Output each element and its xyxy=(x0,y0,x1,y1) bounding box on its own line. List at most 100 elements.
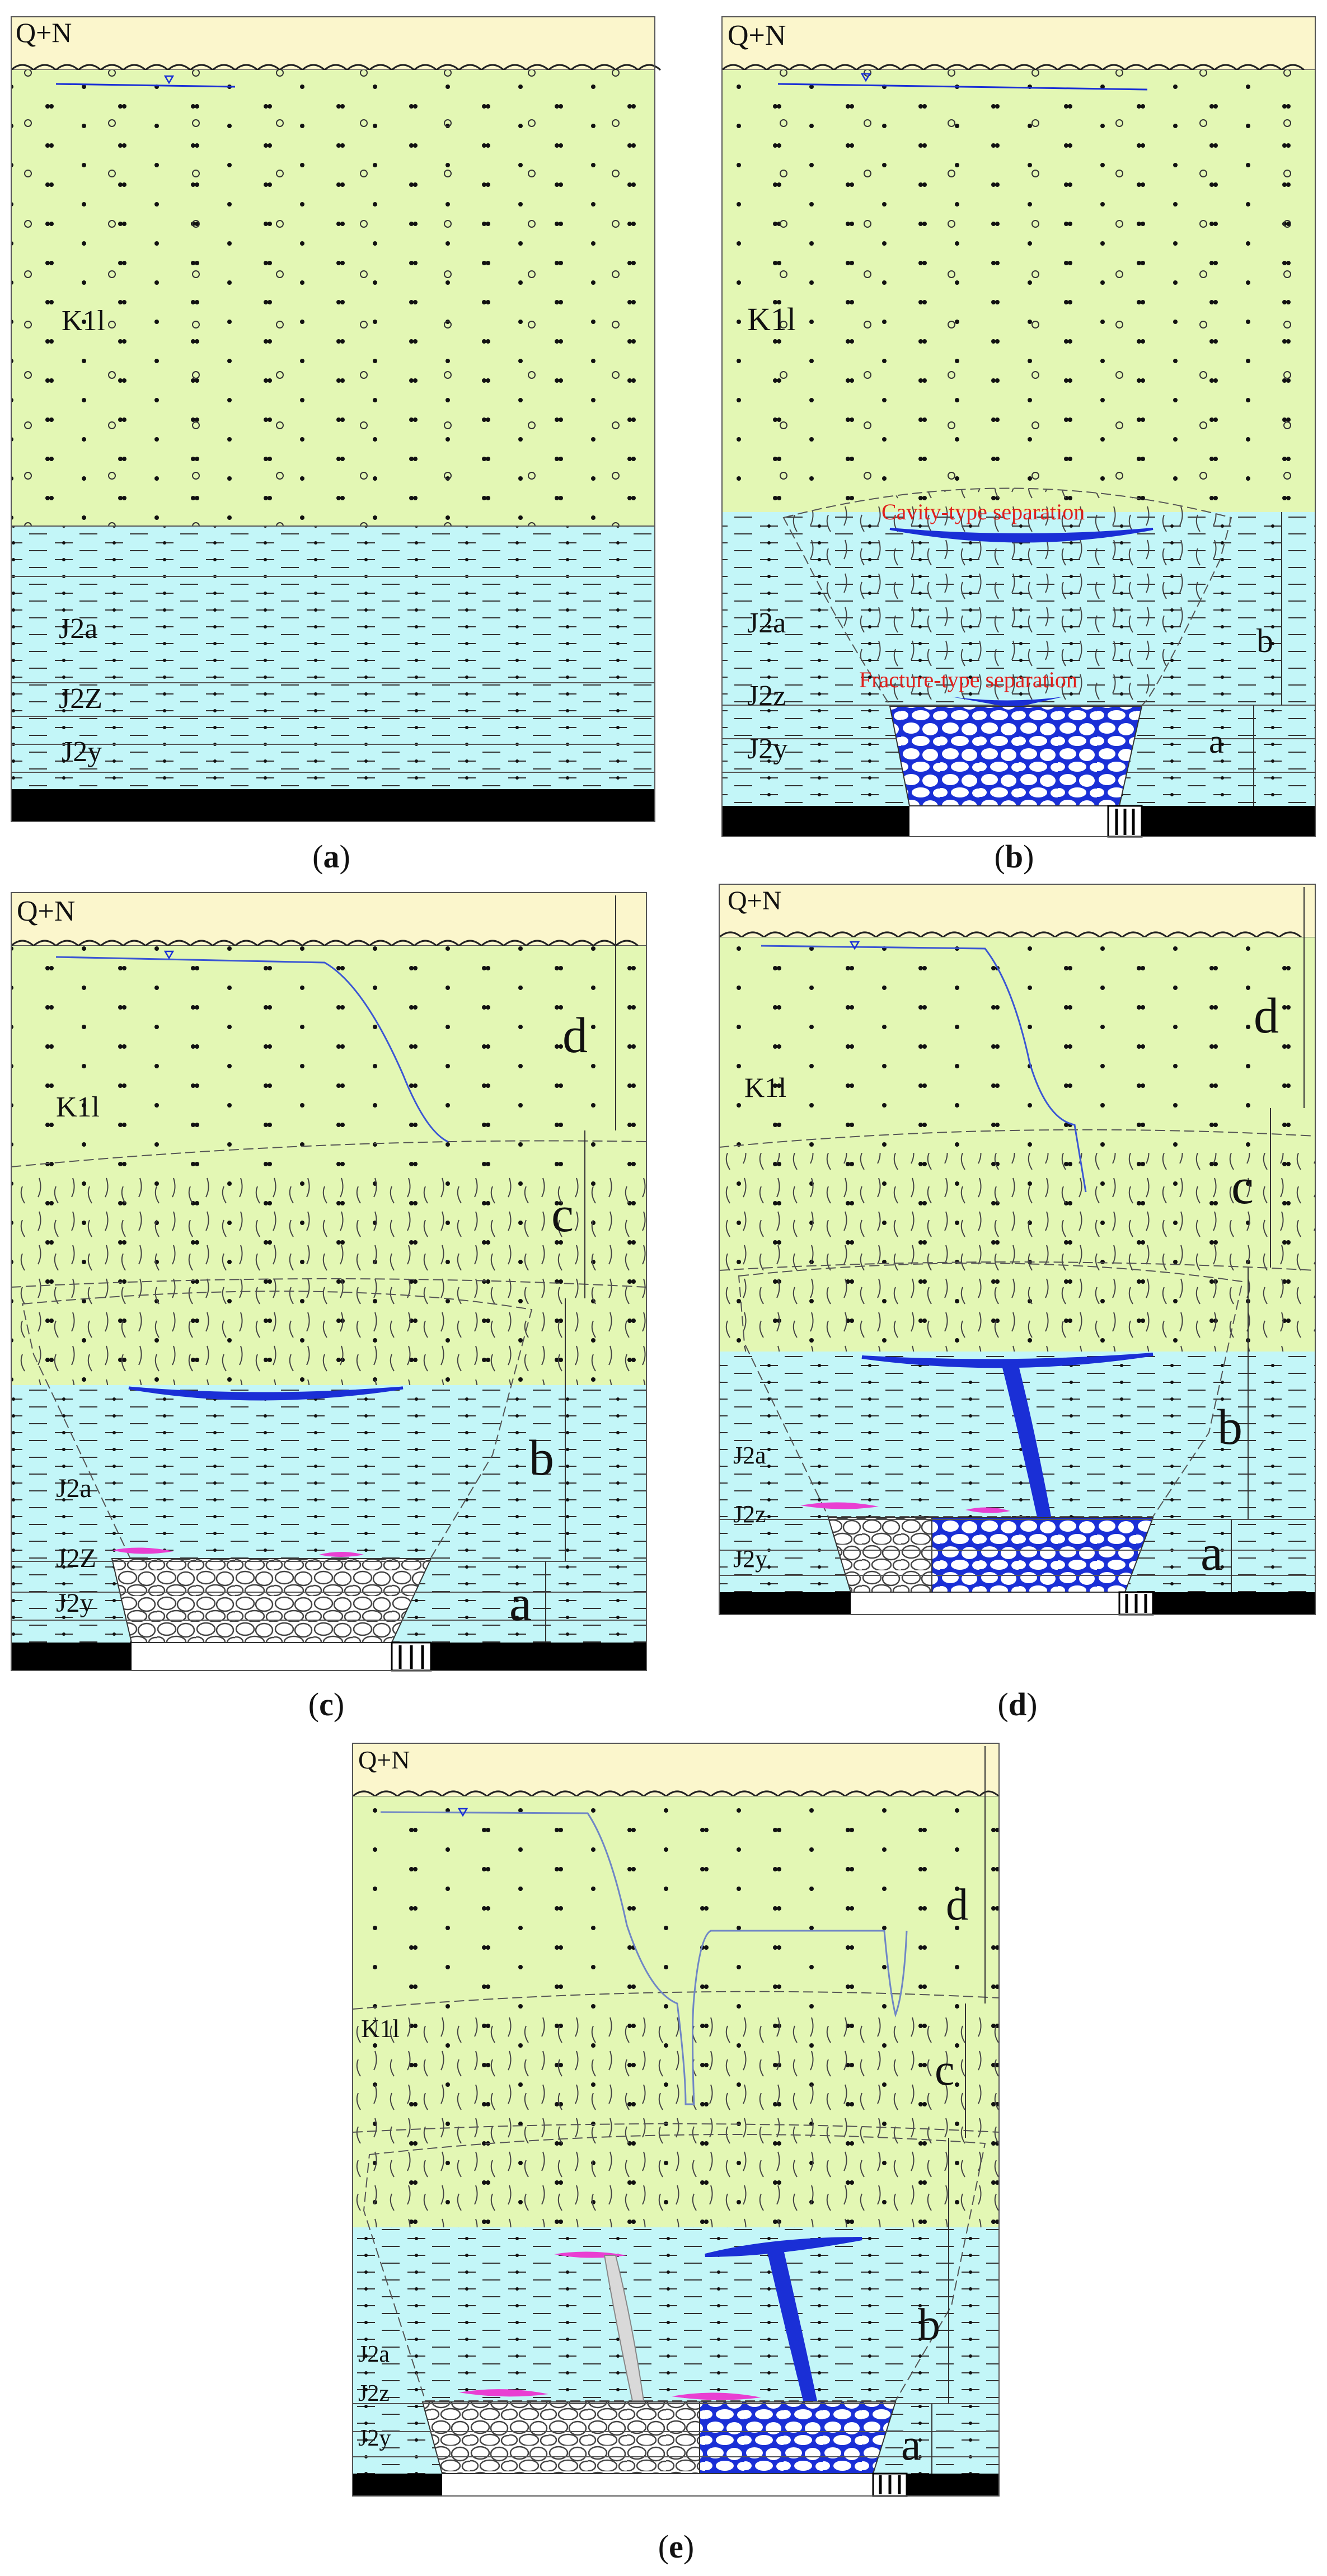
topsoil-wave xyxy=(351,1790,1000,1798)
coal-seam xyxy=(1119,806,1315,837)
label-k1l: K1l xyxy=(361,2014,400,2043)
panel-c: Q+N K1l J2a J2Z J2y d c b a (c) xyxy=(10,892,647,1723)
topsoil-layer xyxy=(11,892,647,946)
panel-a: Q+N K1l J2a J2Z J2y (a) xyxy=(10,16,662,875)
cavity-separation xyxy=(705,2237,862,2257)
topsoil-layer xyxy=(719,884,1316,938)
label-q-n: Q+N xyxy=(16,17,72,48)
water-table-symbol xyxy=(860,73,871,82)
topsoil-layer xyxy=(352,1743,1000,1797)
water-table-symbol xyxy=(849,941,860,950)
water-table-symbol xyxy=(163,75,175,85)
label-j2a: J2a xyxy=(747,607,786,639)
label-q-n: Q+N xyxy=(17,895,75,927)
water-conducting-channel xyxy=(1002,1366,1052,1522)
label-j2a: J2a xyxy=(358,2342,390,2367)
water-table xyxy=(55,83,236,88)
zone-label-a: a xyxy=(1209,723,1224,760)
zone-label-b: b xyxy=(1217,1400,1242,1455)
zone-label-d: d xyxy=(562,1008,588,1063)
zone-label-c: c xyxy=(935,2045,955,2095)
caption-d: (d) xyxy=(998,1686,1038,1723)
caption-c: (c) xyxy=(308,1686,344,1723)
water-conducting-channel-grey xyxy=(603,2255,645,2401)
label-j2z: J2Z xyxy=(56,1543,96,1573)
label-j2z: J2z xyxy=(358,2381,390,2406)
zone-label-d: d xyxy=(1254,988,1279,1044)
water-table xyxy=(777,83,1148,91)
cavity-separation xyxy=(861,1353,1153,1368)
separation-magenta xyxy=(965,1507,1010,1513)
caption-b: (b) xyxy=(995,838,1034,875)
coal-seam xyxy=(1153,1592,1315,1615)
coal-seam xyxy=(722,806,909,837)
label-j2a: J2a xyxy=(56,1474,92,1503)
label-k1l: K1l xyxy=(747,301,796,337)
coal-seam xyxy=(719,1592,851,1615)
label-j2z: J2z xyxy=(747,680,786,712)
label-q-n: Q+N xyxy=(728,20,786,51)
separation-magenta xyxy=(672,2392,761,2400)
label-j2a: J2a xyxy=(733,1442,766,1469)
label-j2y: J2y xyxy=(358,2425,391,2451)
coal-seam xyxy=(353,2474,442,2496)
zone-label-b: b xyxy=(529,1430,554,1486)
water-table xyxy=(55,956,448,1143)
topsoil-wave xyxy=(10,64,662,72)
panel-e: Q+N K1l J2a J2z J2y d c b a (e) xyxy=(351,1743,1000,2565)
separation-magenta xyxy=(319,1552,364,1557)
zone-label-b: b xyxy=(1256,622,1273,659)
panel-d: Q+N K1l J2a J2z J2y d c b a (d) xyxy=(718,884,1316,1723)
topsoil-layer xyxy=(721,16,1316,71)
zone-label-d: d xyxy=(946,1880,968,1930)
label-j2y: J2y xyxy=(62,736,102,768)
fracture-zone-outline xyxy=(21,1291,533,1568)
label-q-n: Q+N xyxy=(728,886,781,916)
coal-seam xyxy=(431,1643,646,1671)
label-k1l: K1l xyxy=(56,1091,100,1123)
panel-b: Q+N K1l J2a J2z J2y Cavity-type separati… xyxy=(721,16,1316,875)
water-conducting-channel xyxy=(767,2250,817,2401)
fracture-zone-outline xyxy=(738,1263,1244,1517)
zone-label-c: c xyxy=(551,1187,574,1242)
label-j2y: J2y xyxy=(733,1545,767,1573)
fracture-zone-outline xyxy=(363,2134,986,2401)
zone-label-a: a xyxy=(901,2420,921,2470)
label-q-n: Q+N xyxy=(358,1746,410,1774)
separation-magenta xyxy=(112,1547,174,1554)
label-k1l: K1l xyxy=(62,305,105,337)
label-j2z: J2z xyxy=(733,1500,766,1528)
caption-a: (a) xyxy=(312,838,350,875)
caved-rock xyxy=(889,706,1143,806)
separation-magenta xyxy=(459,2389,548,2397)
coal-seam xyxy=(11,789,655,822)
separation-magenta xyxy=(800,1502,879,1509)
label-k1l: K1l xyxy=(744,1072,786,1103)
fracture-separation xyxy=(951,697,1063,708)
zone-label-b: b xyxy=(918,2300,940,2349)
zone-label-a: a xyxy=(509,1576,532,1631)
water-table-symbol xyxy=(163,950,175,960)
caption-e: (e) xyxy=(658,2528,694,2565)
label-j2y: J2y xyxy=(56,1588,93,1618)
water-table xyxy=(380,1811,908,2105)
coal-seam xyxy=(11,1643,132,1671)
label-j2z: J2Z xyxy=(59,683,102,715)
zone-label-c: c xyxy=(1231,1159,1254,1214)
coal-seam xyxy=(907,2474,999,2496)
caved-rock-saturated xyxy=(931,1517,1154,1593)
topsoil-layer xyxy=(11,16,655,71)
label-j2y: J2y xyxy=(747,733,787,765)
zone-label-a: a xyxy=(1201,1526,1223,1581)
water-table-symbol xyxy=(457,1808,468,1817)
annotation-fracture-separation: Fracture-type separation xyxy=(859,667,1077,692)
water-table xyxy=(761,945,1087,1193)
fracture-zone-outline xyxy=(782,487,1232,706)
caved-rock xyxy=(111,1558,432,1643)
caved-rock-saturated xyxy=(699,2401,897,2474)
annotation-cavity-separation: Cavity-type separation xyxy=(881,499,1085,524)
cavity-separation xyxy=(889,528,1153,543)
caved-rock xyxy=(421,2401,700,2474)
cavity-separation xyxy=(128,1386,404,1401)
